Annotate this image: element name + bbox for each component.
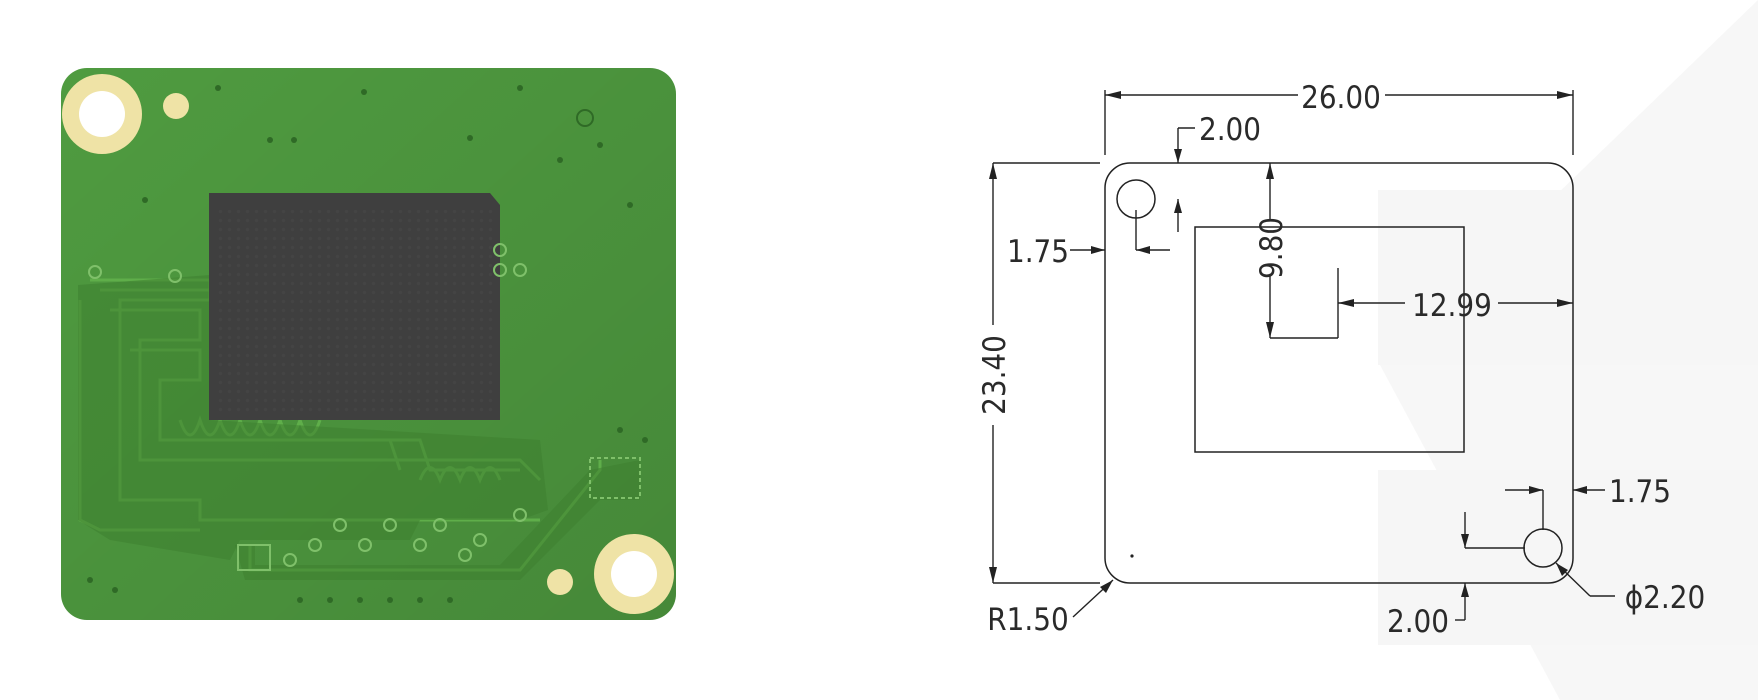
small-pad-top [163,93,189,119]
dim-hole-bottom: 2.00 [1387,512,1525,640]
dim-hole-top-label: 2.00 [1199,112,1261,148]
mounting-hole-top-left-drill [79,91,125,137]
connector-pad [237,544,271,571]
pcb-render [61,68,676,620]
origin-mark [1130,554,1134,558]
dim-hole-diameter: ϕ2.20 [1555,562,1705,616]
dim-hole-right: 1.75 [1505,474,1671,530]
dim-hole-diameter-label: ϕ2.20 [1625,580,1705,616]
chip-outline [1194,226,1465,453]
dim-hole-left: 1.75 [1007,210,1170,270]
dim-width-label: 26.00 [1301,80,1381,116]
board-outline [1104,162,1574,584]
dim-width: 26.00 [1104,80,1574,155]
dim-corner-radius: R1.50 [987,579,1114,638]
dim-chip-top: 9.80 [1254,163,1339,339]
test-pad-outline [589,457,641,499]
background-panel-lower [1378,470,1758,645]
small-pad-bottom [547,569,573,595]
mounting-hole-bottom-right-drill [611,551,657,597]
dim-chip-right-label: 12.99 [1412,288,1492,324]
dim-hole-right-label: 1.75 [1609,474,1671,510]
background-panel-upper [1378,190,1758,365]
dim-hole-left-label: 1.75 [1007,234,1069,270]
pcb-trace-lower [235,460,640,580]
pcb-trace-fill [78,275,548,560]
fiducial [576,109,594,127]
dim-hole-top: 2.00 [1174,112,1261,232]
bga-chip-balls [215,210,495,415]
mechanical-drawing: 26.00 23.40 2.00 1.75 [977,80,1705,640]
dim-chip-right: 12.99 [1338,288,1573,324]
pad-ring-row [88,243,527,567]
pcb-vias [87,85,648,603]
dim-corner-radius-label: R1.50 [987,602,1068,638]
dim-hole-bottom-label: 2.00 [1387,604,1449,640]
dim-height-label: 23.40 [977,335,1013,415]
dim-height: 23.40 [977,162,1100,584]
dim-chip-top-label: 9.80 [1254,217,1290,279]
